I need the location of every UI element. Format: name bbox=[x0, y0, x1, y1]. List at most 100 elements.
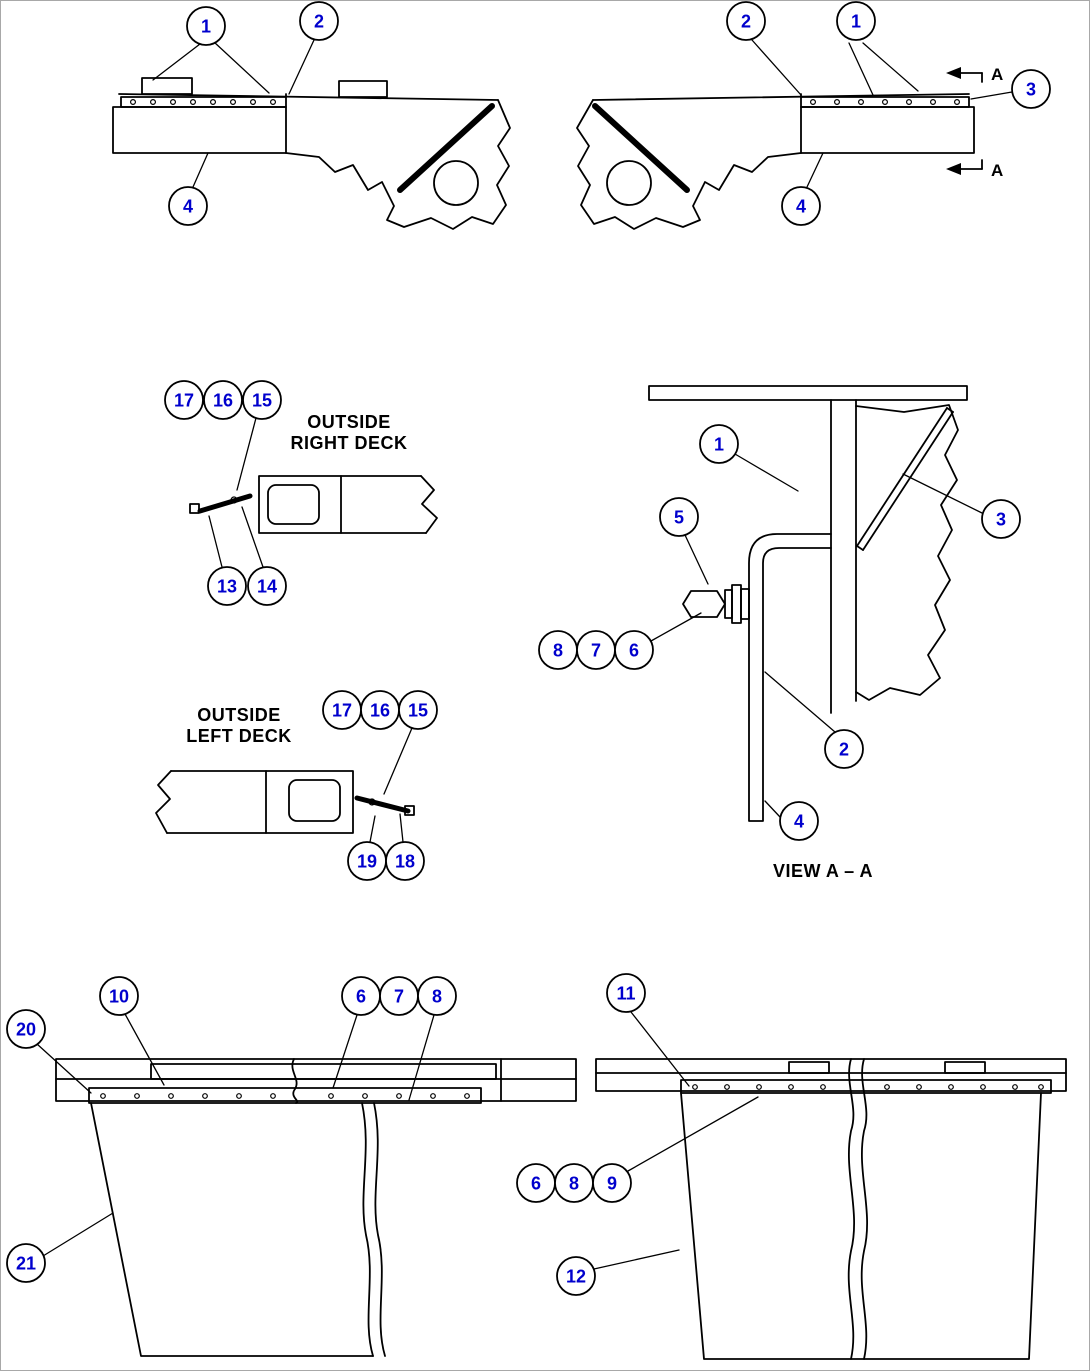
leader-line bbox=[593, 1249, 680, 1270]
callout-number: 18 bbox=[395, 852, 415, 872]
callout-number: 5 bbox=[674, 508, 684, 528]
section-label-a-top: A bbox=[991, 65, 1003, 84]
bolt-hole bbox=[210, 98, 217, 105]
callout-view-a-a-5: 5 bbox=[659, 497, 709, 585]
callout-balloon bbox=[6, 1243, 46, 1283]
callout-balloon bbox=[164, 380, 204, 420]
latch-lever bbox=[197, 493, 253, 514]
callout-balloon bbox=[781, 186, 821, 226]
leader-line bbox=[764, 800, 781, 818]
callout-lower-left-flap-10: 10 bbox=[99, 976, 165, 1086]
hand-hole bbox=[267, 484, 320, 525]
figure-outside-right-deck bbox=[189, 475, 438, 534]
bolt-hole bbox=[1012, 1084, 1018, 1090]
bolt-hole bbox=[905, 98, 912, 105]
callout-outside-left-deck-15: 15 bbox=[383, 690, 438, 795]
leader-line bbox=[241, 506, 264, 568]
callout-balloon bbox=[186, 6, 226, 46]
bolt-hole bbox=[692, 1084, 698, 1090]
deck-inner-plate bbox=[150, 1063, 497, 1080]
callout-balloon bbox=[247, 566, 287, 606]
bolt-hole bbox=[809, 98, 816, 105]
bolt-hole bbox=[170, 98, 177, 105]
callout-balloon bbox=[556, 1256, 596, 1296]
callout-balloon bbox=[207, 566, 247, 606]
callout-balloon bbox=[398, 690, 438, 730]
torn-structure bbox=[855, 404, 959, 701]
bolt-hole bbox=[150, 98, 157, 105]
callout-upper-left-deck-2: 2 bbox=[288, 1, 339, 95]
callout-balloon bbox=[614, 630, 654, 670]
torn-deck-body bbox=[576, 99, 802, 230]
callout-balloon bbox=[726, 1, 766, 41]
callout-view-a-a-3: 3 bbox=[902, 473, 1021, 539]
rod-end-cap bbox=[946, 407, 954, 413]
callout-number: 1 bbox=[201, 17, 211, 37]
leader-line bbox=[862, 42, 919, 92]
bolt-hole bbox=[190, 98, 197, 105]
bolt-hole bbox=[724, 1084, 730, 1090]
deck-top-edge bbox=[592, 93, 970, 101]
bolt-hole bbox=[100, 1093, 106, 1099]
bolt-hole bbox=[980, 1084, 986, 1090]
leader-line bbox=[806, 152, 824, 188]
callout-view-a-a-8: 8 bbox=[538, 630, 578, 670]
mount-tab bbox=[944, 1061, 986, 1074]
callout-number: 16 bbox=[370, 701, 390, 721]
callout-number: 1 bbox=[714, 435, 724, 455]
callout-upper-left-deck-4: 4 bbox=[168, 152, 209, 226]
arrow-left-icon bbox=[946, 67, 961, 79]
callout-balloon bbox=[242, 380, 282, 420]
callout-lower-left-flap-20: 20 bbox=[6, 1009, 92, 1094]
deck-strip bbox=[166, 770, 354, 834]
callout-number: 2 bbox=[314, 12, 324, 32]
bolt-hole bbox=[396, 1093, 402, 1099]
callout-outside-left-deck-16: 16 bbox=[360, 690, 400, 730]
callout-lower-right-flap-6: 6 bbox=[516, 1163, 556, 1203]
bolt-hole bbox=[130, 98, 137, 105]
leader-line bbox=[399, 813, 404, 843]
callout-view-a-a-6: 6 bbox=[614, 612, 702, 670]
callout-balloon bbox=[606, 973, 646, 1013]
mount-tab bbox=[141, 77, 193, 95]
callout-number: 20 bbox=[16, 1020, 36, 1040]
callout-balloon bbox=[699, 424, 739, 464]
bolt-hole bbox=[953, 98, 960, 105]
section-label-a-bottom: A bbox=[991, 161, 1003, 180]
leader-line bbox=[383, 727, 413, 795]
callout-balloon bbox=[981, 499, 1021, 539]
support-rod bbox=[856, 407, 948, 547]
bolt-hole bbox=[929, 98, 936, 105]
leader-line bbox=[192, 152, 209, 188]
label-outside-right-deck-line2: RIGHT DECK bbox=[291, 433, 408, 453]
mount-tab bbox=[338, 80, 388, 98]
callout-number: 14 bbox=[257, 577, 277, 597]
latch-end-block bbox=[189, 503, 200, 514]
deck-top-edge bbox=[118, 93, 499, 101]
bolt-hole bbox=[833, 98, 840, 105]
callout-upper-right-deck-4: 4 bbox=[781, 152, 824, 226]
deck-plate-top bbox=[648, 385, 968, 401]
mounting-strip bbox=[120, 96, 287, 108]
leader-line bbox=[902, 473, 983, 514]
callout-number: 3 bbox=[1026, 80, 1036, 100]
figure-lower-left-flap bbox=[55, 1058, 577, 1357]
callout-upper-right-deck-1: 1 bbox=[836, 1, 919, 96]
leader-line bbox=[627, 1096, 759, 1172]
callout-lower-right-flap-11: 11 bbox=[606, 973, 690, 1087]
flap-outline bbox=[90, 1102, 374, 1357]
mounting-strip bbox=[680, 1079, 1052, 1094]
callout-upper-right-deck-3: 3 bbox=[970, 69, 1051, 109]
leader-line bbox=[970, 91, 1013, 100]
callout-number: 8 bbox=[432, 987, 442, 1007]
leader-line bbox=[684, 534, 709, 585]
leader-line bbox=[751, 39, 802, 96]
callout-number: 16 bbox=[213, 391, 233, 411]
bolt-hex-head bbox=[682, 590, 726, 618]
leader-line bbox=[734, 453, 799, 492]
deck-hole bbox=[433, 160, 479, 206]
callout-outside-left-deck-17: 17 bbox=[322, 690, 362, 730]
figure-upper-right-deck bbox=[576, 93, 975, 230]
callout-outside-right-deck-13: 13 bbox=[207, 515, 247, 606]
